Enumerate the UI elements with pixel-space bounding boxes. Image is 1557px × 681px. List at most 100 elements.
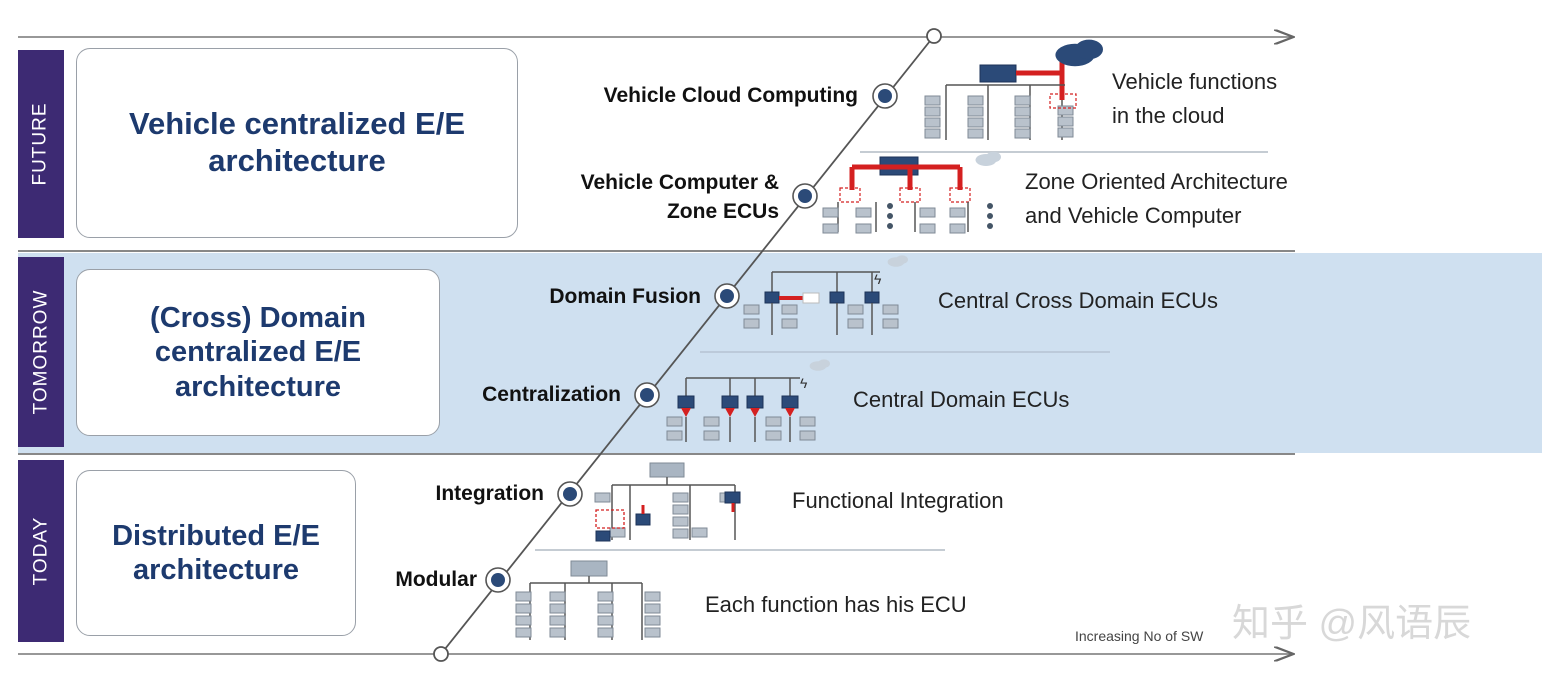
stage-desc-zone: Zone Oriented Architecture and Vehicle C… (1025, 165, 1288, 233)
ecu-box (781, 318, 798, 329)
zone-ecu (899, 187, 921, 203)
sensor-dot (887, 213, 893, 219)
ecu-box (1057, 127, 1074, 138)
era-title-line: architecture (208, 143, 386, 178)
zone-ecu (839, 187, 861, 203)
stage-desc-centralization: Central Domain ECUs (853, 383, 1069, 417)
cloud-icon (1075, 39, 1103, 60)
stage-name-domain-fusion: Domain Fusion (549, 282, 701, 311)
ecu-box (967, 128, 984, 139)
ecu-box (672, 516, 689, 527)
ecu-box (549, 603, 566, 614)
ecu-box (847, 304, 864, 315)
ecu-box (1014, 106, 1031, 117)
integrated-ecu (724, 491, 741, 504)
fusion-ecu (829, 291, 845, 304)
ecu-box (924, 128, 941, 139)
ecu-box (924, 95, 941, 106)
era-title-line: Distributed E/E (112, 519, 320, 552)
era-title-line: centralized E/E (154, 336, 362, 369)
stage-desc-line: Central Cross Domain ECUs (938, 288, 1218, 313)
milestone-dot (798, 189, 812, 203)
domain-link-arrow (725, 408, 735, 417)
ecu-box (919, 223, 936, 234)
lightning-icon: ϟ (874, 271, 882, 287)
ecu-box (666, 416, 683, 427)
stage-name-line: Modular (395, 568, 477, 591)
ecu-box (597, 603, 614, 614)
ecu-box (672, 492, 689, 503)
ecu-box (515, 603, 532, 614)
stage-desc-cloud: Vehicle functions in the cloud (1112, 65, 1277, 133)
ecu-box (882, 304, 899, 315)
ecu-box (691, 527, 708, 538)
ecu-box (882, 318, 899, 329)
ecu-box (549, 627, 566, 638)
ecu-box (515, 591, 532, 602)
era-title-line: architecture (132, 554, 299, 586)
sensor-dot (987, 203, 993, 209)
ecu-box (703, 416, 720, 427)
ecu-box (644, 591, 661, 602)
ecu-box (855, 223, 872, 234)
ecu-box (672, 528, 689, 539)
ecu-box (924, 106, 941, 117)
stage-desc-line: Zone Oriented Architecture (1025, 169, 1288, 194)
milestone-dot (563, 487, 577, 501)
era-box-tomorrow: (Cross) Domain centralized E/E architect… (76, 269, 440, 436)
stage-name-cloud: Vehicle Cloud Computing (604, 81, 858, 110)
ecu-box (919, 207, 936, 218)
ecu-box (644, 627, 661, 638)
stage-desc-line: in the cloud (1112, 103, 1225, 129)
stage-name-line: Domain Fusion (549, 285, 701, 308)
era-tab-label: TOMORROW (30, 289, 51, 415)
era-tab-label: FUTURE (30, 102, 51, 186)
gateway-box (649, 462, 685, 478)
ecu-box (549, 615, 566, 626)
ecu-box (949, 207, 966, 218)
stage-name-centralization: Centralization (482, 380, 621, 409)
ecu-box (799, 430, 816, 441)
stage-name-line: Zone ECUs (666, 200, 779, 224)
ecu-box (847, 318, 864, 329)
ecu-box (743, 318, 760, 329)
fusion-ecu-ghost (802, 292, 820, 304)
era-tab-label: TODAY (30, 516, 52, 586)
ecu-box (1057, 116, 1074, 127)
ecu-box (781, 304, 798, 315)
milestone-dot (720, 289, 734, 303)
ecu-box (967, 95, 984, 106)
ecu-box (1057, 105, 1074, 116)
stage-desc-line: Each function has his ECU (705, 592, 967, 617)
zone-ecu (949, 187, 971, 203)
sensor-dot (887, 223, 893, 229)
ecu-box (666, 430, 683, 441)
ecu-box (703, 430, 720, 441)
cloud-ecu-outline (1049, 93, 1077, 109)
domain-link-arrow (785, 408, 795, 417)
domain-ecu (781, 395, 799, 409)
ecu-box (1014, 95, 1031, 106)
stage-name-modular: Modular (395, 565, 477, 594)
stage-name-zone: Vehicle Computer & Zone ECUs (581, 168, 779, 227)
ecu-box (822, 207, 839, 218)
sensor-dot (887, 203, 893, 209)
ecu-box (765, 430, 782, 441)
ecu-box (609, 527, 626, 538)
era-title-line: Vehicle centralized E/E (129, 106, 465, 142)
domain-ecu (677, 395, 695, 409)
stage-name-line: Vehicle Computer & (580, 171, 779, 194)
ecu-box (949, 223, 966, 234)
stage-desc-domain-fusion: Central Cross Domain ECUs (938, 284, 1218, 318)
cloud-icon (896, 255, 908, 264)
ecu-box (924, 117, 941, 128)
ecu-box (597, 615, 614, 626)
stage-desc-line: Vehicle functions (1112, 69, 1278, 94)
stage-desc-modular: Each function has his ECU (705, 588, 967, 622)
stage-desc-line: and Vehicle Computer (1025, 203, 1242, 229)
era-title-line: architecture (174, 370, 341, 403)
ecu-box (1014, 128, 1031, 139)
stage-name-line: Vehicle Cloud Computing (603, 84, 858, 107)
cloud-icon (818, 359, 830, 368)
ecu-box (967, 117, 984, 128)
